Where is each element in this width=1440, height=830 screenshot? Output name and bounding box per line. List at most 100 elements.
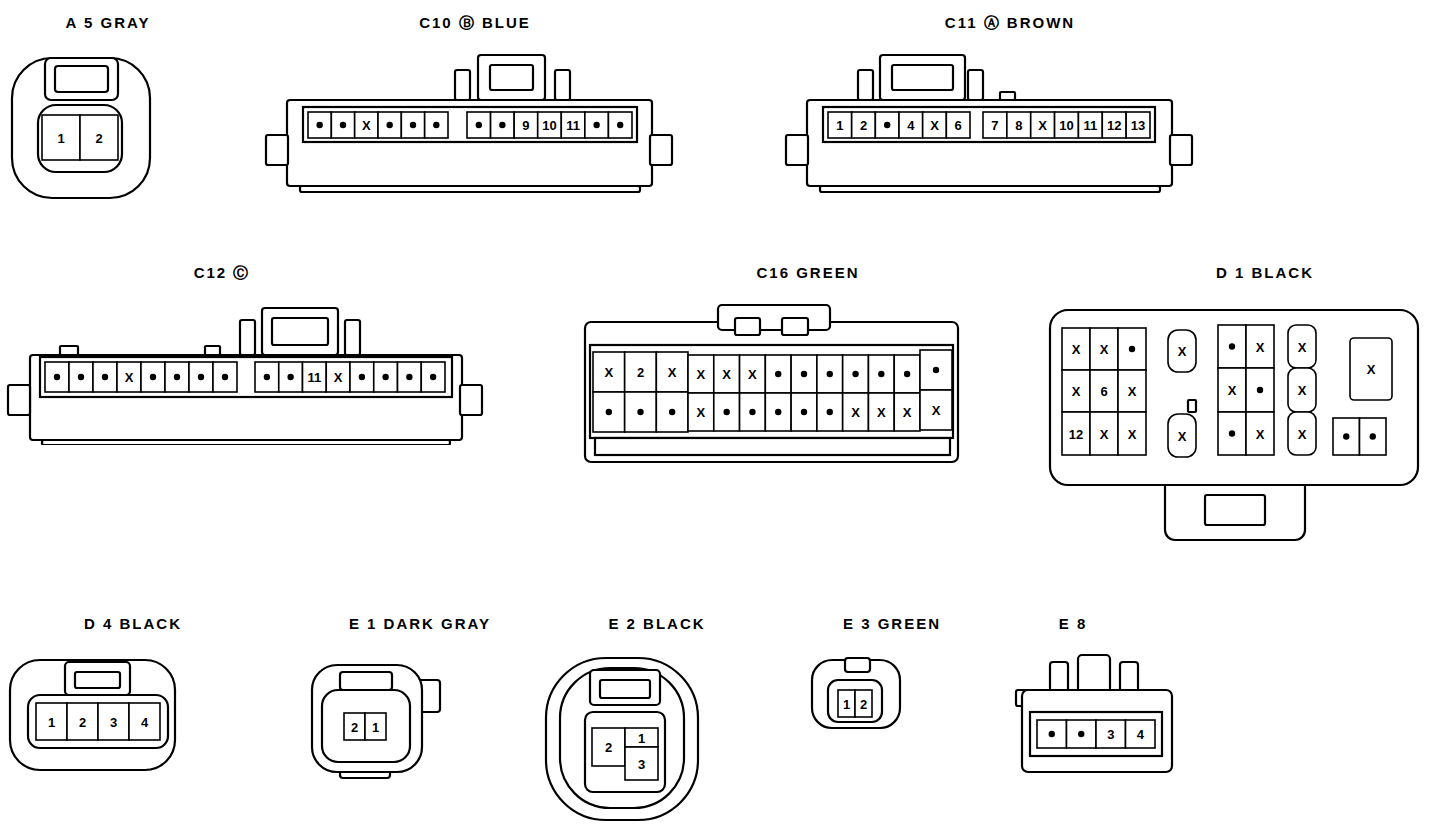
pin-cell [1037,720,1067,748]
pin-cell [398,362,422,392]
housing-outline [782,318,808,335]
pin-cell [593,352,625,392]
connector-outline [295,605,515,780]
pin-number: X [334,371,343,384]
pin-number: 1 [843,697,850,710]
pin-cell [593,392,625,432]
pin-cell [1218,412,1246,455]
pin-cell [1118,328,1146,370]
pin-dot [1370,433,1376,439]
pin-cell [491,112,515,138]
pin-dot [637,409,643,415]
housing-outline [585,322,958,462]
pin-dot [433,122,439,128]
pin-cell [714,393,740,431]
connector-outline [5,605,180,775]
housing-outline [38,105,122,172]
pin-cell [1062,370,1090,412]
housing-outline [892,65,953,90]
pin-number: X [1298,340,1307,353]
pin-cell [93,362,117,392]
pin-number: 2 [79,715,86,728]
pin-cell [1246,368,1274,412]
connector-outline [1010,605,1185,780]
pin-number: X [1228,384,1237,397]
pin-number: 3 [1107,728,1114,741]
connector: C12 ⒸX11X [5,255,485,445]
housing-outline [1022,690,1172,772]
pin-cell [1360,418,1387,455]
pin-number: X [1128,385,1137,398]
pin-cell [1288,412,1316,455]
connector: E 3 GREEN12 [805,605,955,733]
pin-dot [1129,346,1135,352]
pin-dot [222,374,228,380]
pin-cell [1102,112,1126,138]
pin-cell [165,362,189,392]
housing-outline [650,135,672,165]
pin-cell [1350,338,1392,400]
pin-number: X [930,119,939,132]
connector: E 1 DARK GRAY21 [295,605,515,780]
pin-number: X [1038,119,1047,132]
pin-cell [1007,112,1031,138]
pin-number: X [1256,340,1265,353]
connector-label: E 1 DARK GRAY [349,616,491,631]
pin-cell [714,355,740,393]
pin-number: X [1256,427,1265,440]
pin-number: X [697,368,706,381]
pin-dot [78,374,84,380]
pin-cell [1333,418,1360,455]
pin-cell [688,355,714,393]
pin-cell [98,703,129,740]
pin-dot [852,371,858,377]
housing-outline [340,672,392,690]
housing-outline [820,186,1160,192]
housing-outline [300,186,640,192]
pin-cell [894,393,920,431]
pin-number: X [851,406,860,419]
housing-outline [845,658,870,672]
connector-label: C12 Ⓒ [194,265,251,280]
pin-number: X [877,406,886,419]
pin-cell [1218,368,1246,412]
pin-cell [838,690,855,717]
housing-outline [28,695,168,748]
pin-cell [740,355,766,393]
pin-cell [1096,720,1126,748]
pin-cell [538,112,562,138]
connector: A 5 GRAY12 [5,5,180,210]
pin-cell [855,690,872,717]
pin-cell [899,112,923,138]
housing-outline [590,670,660,705]
pin-number: X [1100,343,1109,356]
pin-cell [920,390,952,430]
pin-dot [617,122,623,128]
pin-number: 1 [372,720,379,733]
pin-dot [749,409,755,415]
pin-cell [117,362,141,392]
housing-outline [858,70,873,100]
housing-outline [312,665,422,772]
pin-dot [359,374,365,380]
housing-outline [65,662,130,695]
pin-cell [817,355,843,393]
housing-outline [490,65,533,90]
pin-cell [344,713,365,740]
pin-cell [331,112,354,138]
pin-cell [1090,412,1118,455]
connector-outline [260,5,680,195]
pin-cell [355,112,378,138]
housing-outline [205,346,220,355]
pin-number: 10 [1059,119,1073,132]
pin-cell [852,112,876,138]
pin-cell [791,355,817,393]
housing-outline [828,680,882,722]
pin-dot [406,374,412,380]
housing-outline [546,658,698,820]
pin-cell [1218,325,1246,368]
pin-number: X [697,406,706,419]
pin-number: 6 [955,119,962,132]
pin-cell [1168,330,1196,372]
pin-number: 12 [1107,119,1121,132]
